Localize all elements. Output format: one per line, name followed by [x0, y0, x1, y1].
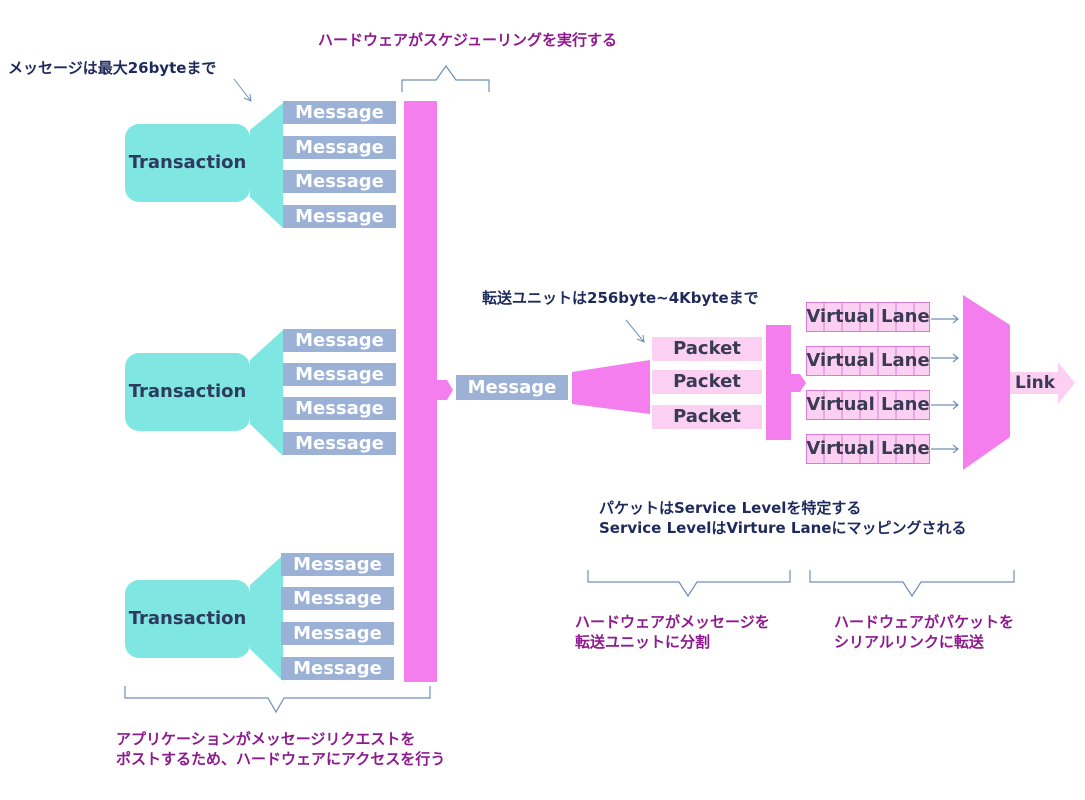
hw-split-label-1: ハードウェアがメッセージを [575, 613, 770, 631]
hardware-scheduler-bar [404, 101, 437, 682]
lane-arrowhead-4 [952, 444, 959, 454]
message-2-3: Message [283, 397, 396, 420]
app-access-label-2: ポストするため、ハードウェアにアクセスを行う [116, 750, 446, 768]
scheduling-brace [401, 64, 490, 92]
virtual-lane-2-label: Virtual Lane [806, 350, 930, 371]
packet-3: Packet [652, 405, 762, 429]
serial-brace [809, 570, 1015, 598]
service-level-label-2: Service LevelはVirture Laneにマッピングされる [599, 519, 967, 537]
message-1-2: Message [283, 136, 396, 159]
message-limit-pointer [233, 78, 252, 102]
link-multiplexer [963, 295, 1010, 470]
virtual-lane-3-label: Virtual Lane [806, 394, 930, 415]
message-1-4: Message [283, 205, 396, 228]
app-brace [124, 686, 431, 714]
message-limit-label: メッセージは最大26byteまで [8, 59, 217, 77]
transaction-funnel-3 [250, 555, 283, 681]
transaction-2: Transaction [125, 353, 250, 431]
hw-split-label-2: 転送ユニットに分割 [575, 633, 711, 651]
hw-serial-label-2: シリアルリンクに転送 [834, 633, 984, 651]
segmentation-funnel [572, 360, 650, 414]
scheduler-output-arrow [437, 380, 453, 400]
hw-serial-label-1: ハードウェアがパケットを [834, 613, 1015, 631]
message-3-4: Message [281, 657, 394, 680]
transfer-unit-label: 転送ユニットは256byte~4Kbyteまで [482, 289, 759, 307]
link-label: Link [1015, 373, 1056, 393]
packet-1: Packet [652, 337, 762, 361]
transaction-funnel-2 [250, 330, 283, 456]
message-limit-pointer-head [243, 93, 252, 102]
virtual-lane-1: Virtual Lane [806, 302, 930, 332]
packet-2: Packet [652, 370, 762, 394]
transfer-unit-pointer [625, 319, 645, 343]
virtual-lane-4-label: Virtual Lane [806, 438, 930, 459]
lane-arrowhead-3 [952, 400, 959, 410]
virtual-lane-2: Virtual Lane [806, 346, 930, 376]
hw-scheduling-label: ハードウェアがスケジューリングを実行する [318, 31, 617, 49]
packet-mux-bar [766, 325, 791, 440]
virtual-lane-3: Virtual Lane [806, 390, 930, 420]
message-2-1: Message [283, 329, 396, 352]
service-level-label-1: パケットはService Levelを特定する [599, 499, 862, 517]
transaction-3: Transaction [125, 580, 250, 658]
message-2-4: Message [283, 432, 396, 455]
transaction-1: Transaction [125, 124, 250, 202]
message-3-1: Message [281, 553, 394, 576]
message-3-2: Message [281, 587, 394, 610]
transfer-unit-pointer-head [636, 334, 645, 343]
lane-arrowhead-1 [952, 314, 959, 324]
message-2-2: Message [283, 363, 396, 386]
split-brace [587, 570, 791, 598]
transaction-funnel-1 [250, 103, 283, 228]
virtual-lane-4: Virtual Lane [806, 434, 930, 464]
message-1-1: Message [283, 101, 396, 124]
virtual-lane-1-label: Virtual Lane [806, 306, 930, 327]
packet-output-arrow [791, 374, 806, 392]
message-1-3: Message [283, 170, 396, 193]
link-output-arrow [1010, 362, 1075, 404]
message-3-3: Message [281, 622, 394, 645]
app-access-label-1: アプリケーションがメッセージリクエストを [116, 730, 416, 748]
lane-arrowhead-2 [952, 353, 959, 363]
scheduled-message: Message [456, 375, 568, 400]
